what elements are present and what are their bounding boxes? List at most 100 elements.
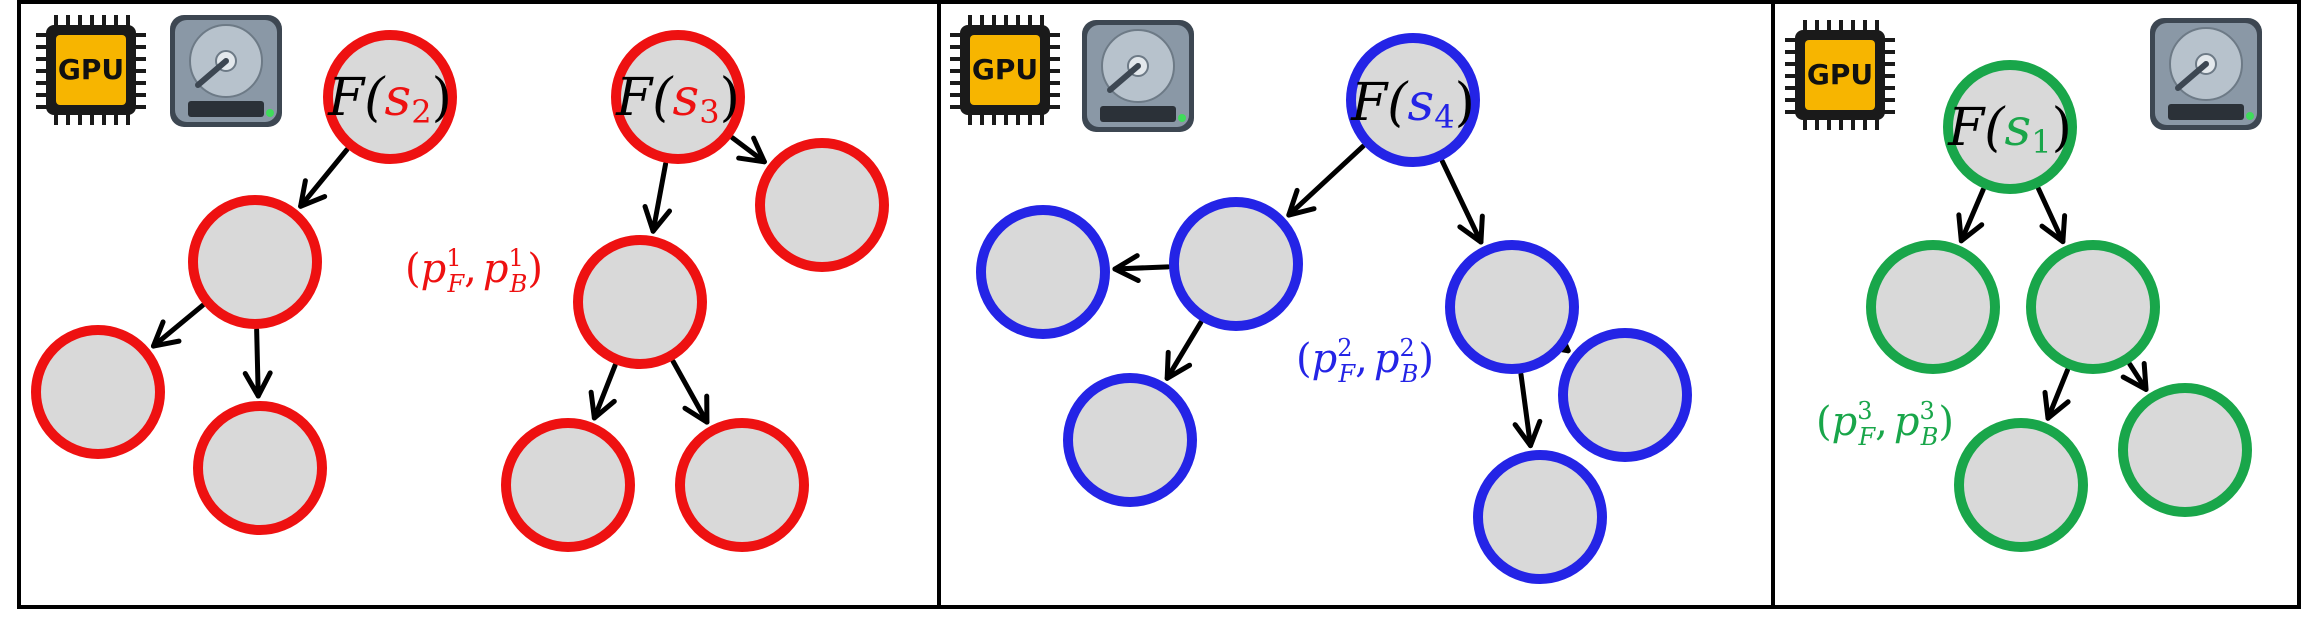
tree-node <box>611 30 745 164</box>
root-arg-sub: 2 <box>411 93 431 131</box>
root-fn: F( <box>1947 98 2006 158</box>
tree-node <box>1866 240 2000 374</box>
tree-node <box>573 235 707 369</box>
root-arg-sub: 3 <box>699 93 719 131</box>
arrowhead <box>1112 253 1141 284</box>
tree-edge <box>670 358 710 425</box>
root-label-s2: F(s2) <box>327 68 452 131</box>
tree-node <box>1943 60 2077 194</box>
tree-edge <box>2035 186 2066 245</box>
tree-node <box>1558 328 1692 462</box>
tree-edge <box>298 147 350 209</box>
param-close: ) <box>1418 336 1434 382</box>
arrowhead <box>1512 418 1543 449</box>
tree-edge <box>150 302 206 349</box>
param-sup: 3 <box>1919 397 1934 425</box>
gpu-label: GPU <box>1807 58 1873 91</box>
tree-node <box>1954 418 2088 552</box>
root-arg-sub: 4 <box>1434 98 1454 136</box>
tree-edge <box>1439 158 1484 245</box>
param-sub: F <box>446 270 465 298</box>
tree-node <box>1473 450 1607 584</box>
gpu-icon: GPU <box>950 15 1060 125</box>
arrowhead <box>682 393 710 425</box>
param-open: ( <box>1816 399 1832 445</box>
param-sup: 3 <box>1857 397 1872 425</box>
param-sup: 2 <box>1337 334 1352 362</box>
arrowhead <box>736 135 767 165</box>
gpu-label: GPU <box>972 53 1038 86</box>
root-close: ) <box>1455 73 1475 133</box>
arrowhead <box>588 389 617 421</box>
root-label-s4: F(s4) <box>1350 73 1475 136</box>
node-layer <box>31 30 2252 584</box>
arrowhead <box>1457 213 1485 245</box>
root-arg: s <box>385 68 412 128</box>
tree-node <box>675 418 809 552</box>
arrowhead <box>642 203 673 234</box>
panel-3-frame <box>1771 0 2301 609</box>
root-arg: s <box>673 68 700 128</box>
param-sub: F <box>1857 423 1876 451</box>
param-sup: 1 <box>508 244 523 272</box>
arrowhead <box>1956 212 1985 244</box>
arrowhead <box>298 178 328 209</box>
tree-edge <box>1286 143 1366 218</box>
edge-layer <box>150 135 2149 449</box>
tree-node <box>1445 240 1579 374</box>
param-p: p <box>483 246 509 292</box>
arrowhead <box>2042 389 2071 421</box>
hard-drive-icon <box>170 15 282 127</box>
param-open: ( <box>1296 336 1312 382</box>
tree-edge <box>729 135 767 165</box>
gpu-icon: GPU <box>36 15 146 125</box>
tree-node <box>976 205 1110 339</box>
param-p: p <box>421 246 447 292</box>
root-fn: F( <box>1350 73 1409 133</box>
hard-drive-icon <box>2150 18 2262 130</box>
param-close: ) <box>1938 399 1954 445</box>
root-close: ) <box>2052 98 2072 158</box>
arrowhead <box>1164 349 1193 381</box>
tree-node <box>1346 33 1480 167</box>
param-sep: , <box>464 246 477 292</box>
tree-node <box>323 30 457 164</box>
tree-node <box>31 325 165 459</box>
param-p: p <box>1894 399 1920 445</box>
root-fn: F( <box>327 68 386 128</box>
tree-edge <box>1518 371 1533 449</box>
tree-node <box>2118 383 2252 517</box>
tree-node <box>1063 373 1197 507</box>
tree-edge <box>1958 187 1986 244</box>
gpu-label: GPU <box>58 53 124 86</box>
tree-edge <box>591 362 618 421</box>
param-open: ( <box>405 246 421 292</box>
root-close: ) <box>720 68 740 128</box>
param-close: ) <box>527 246 543 292</box>
tree-node <box>1169 197 1303 331</box>
root-arg-sub: 1 <box>2031 123 2051 161</box>
root-close: ) <box>432 68 452 128</box>
root-label-s3: F(s3) <box>615 68 740 131</box>
tree-edge <box>2045 367 2071 421</box>
param-sub: F <box>1337 360 1356 388</box>
tree-node <box>188 195 322 329</box>
arrowhead <box>2120 361 2149 392</box>
tree-edge <box>1112 264 1171 272</box>
param-p: p <box>1374 336 1400 382</box>
param-sup: 1 <box>446 244 461 272</box>
tree-node <box>193 401 327 535</box>
param-p: p <box>1832 399 1858 445</box>
param-sep: , <box>1355 336 1368 382</box>
root-fn: F( <box>615 68 674 128</box>
tree-node <box>501 418 635 552</box>
param-p: p <box>1312 336 1338 382</box>
gpu-icon: GPU <box>1785 20 1895 130</box>
tree-node <box>755 138 889 272</box>
param-sub: B <box>509 270 528 298</box>
param-sep: , <box>1875 399 1888 445</box>
